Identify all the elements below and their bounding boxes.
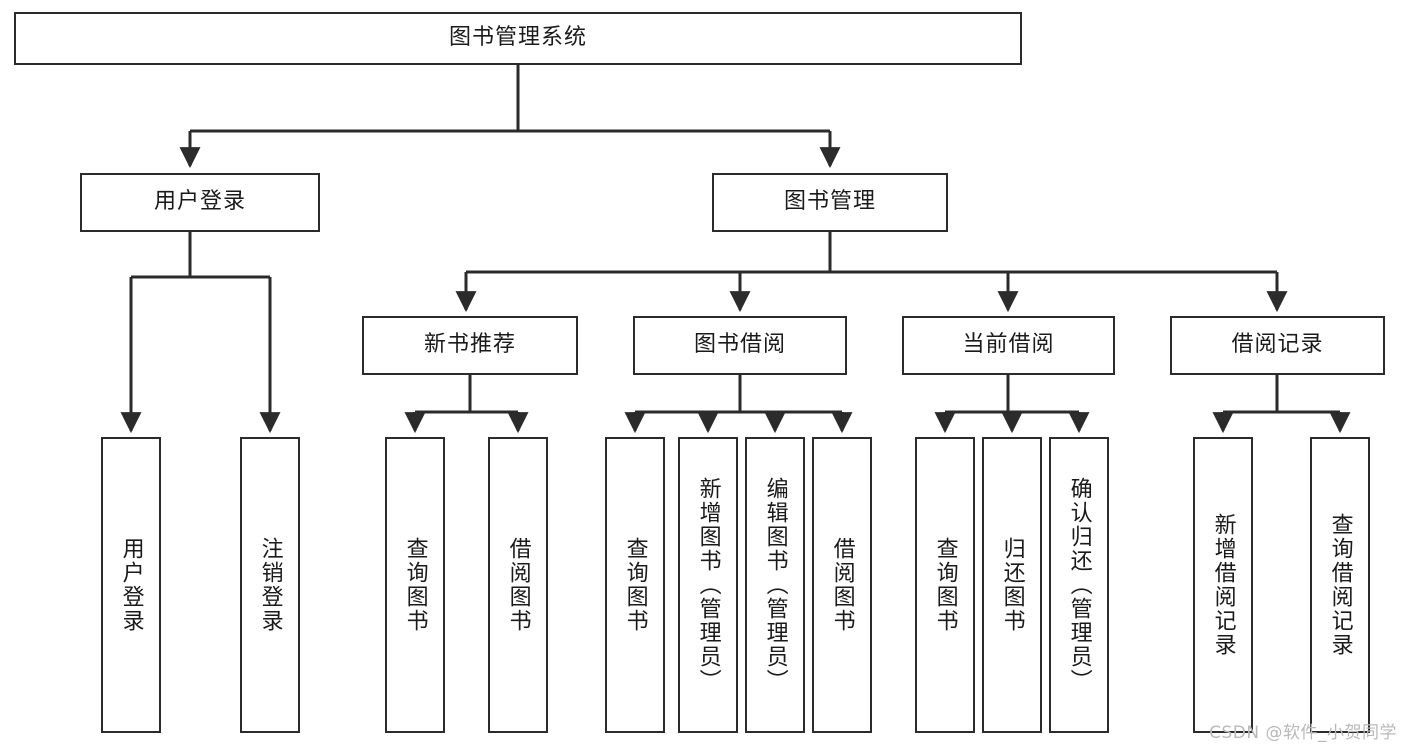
node-root[interactable]: 图书管理系统	[14, 12, 1022, 65]
node-leaf-current-borrow-return[interactable]: 归还图书	[982, 437, 1042, 733]
node-book-manage-label: 图书管理	[783, 189, 876, 215]
node-leaf-label: 查询图书	[932, 537, 958, 633]
node-root-label: 图书管理系统	[448, 25, 587, 51]
node-user-login[interactable]: 用户登录	[80, 173, 320, 232]
node-leaf-new-book-query[interactable]: 查询图书	[385, 437, 445, 733]
node-leaf-book-borrow-borrow[interactable]: 借阅图书	[812, 437, 872, 733]
node-leaf-book-borrow-add[interactable]: 新增图书（管理员）	[678, 437, 738, 733]
node-leaf-user-login-logout[interactable]: 注销登录	[240, 437, 300, 733]
node-leaf-book-borrow-query[interactable]: 查询图书	[605, 437, 665, 733]
node-leaf-label: 用户登录	[118, 537, 144, 633]
node-leaf-borrow-record-query[interactable]: 查询借阅记录	[1310, 437, 1370, 733]
node-leaf-user-login-login[interactable]: 用户登录	[101, 437, 161, 733]
node-leaf-borrow-record-add[interactable]: 新增借阅记录	[1193, 437, 1253, 733]
node-leaf-label: 查询借阅记录	[1327, 513, 1353, 657]
node-leaf-label: 注销登录	[257, 537, 283, 633]
node-current-borrow[interactable]: 当前借阅	[902, 316, 1115, 375]
node-leaf-current-borrow-query[interactable]: 查询图书	[915, 437, 975, 733]
node-borrow-record-label: 借阅记录	[1231, 332, 1324, 358]
node-book-manage[interactable]: 图书管理	[712, 173, 948, 232]
node-leaf-label: 借阅图书	[505, 537, 531, 633]
node-current-borrow-label: 当前借阅	[962, 332, 1055, 358]
node-leaf-label: 新增图书（管理员）	[695, 477, 721, 693]
node-leaf-book-borrow-edit[interactable]: 编辑图书（管理员）	[745, 437, 805, 733]
node-leaf-label: 新增借阅记录	[1210, 513, 1236, 657]
node-user-login-label: 用户登录	[153, 189, 246, 215]
node-book-borrow[interactable]: 图书借阅	[633, 316, 847, 375]
watermark-text: CSDN @软件_小贺同学	[1209, 723, 1397, 743]
node-leaf-label: 编辑图书（管理员）	[762, 477, 788, 693]
node-leaf-label: 借阅图书	[829, 537, 855, 633]
node-borrow-record[interactable]: 借阅记录	[1170, 316, 1385, 375]
node-book-borrow-label: 图书借阅	[693, 332, 786, 358]
node-leaf-label: 查询图书	[622, 537, 648, 633]
node-new-book-recommend[interactable]: 新书推荐	[362, 316, 578, 375]
node-leaf-label: 查询图书	[402, 537, 428, 633]
node-new-book-recommend-label: 新书推荐	[423, 332, 516, 358]
node-leaf-label: 归还图书	[999, 537, 1025, 633]
node-leaf-current-borrow-confirm[interactable]: 确认归还（管理员）	[1049, 437, 1109, 733]
node-leaf-new-book-borrow[interactable]: 借阅图书	[488, 437, 548, 733]
node-leaf-label: 确认归还（管理员）	[1066, 477, 1092, 693]
